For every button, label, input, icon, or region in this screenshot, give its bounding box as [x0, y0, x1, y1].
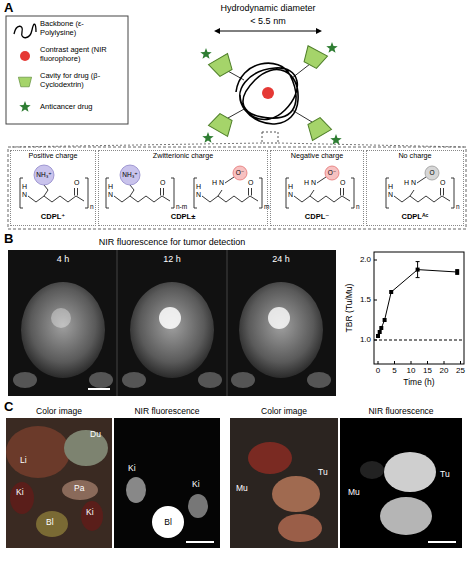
axis-label: TBR (Tu/Mu) [345, 284, 354, 333]
tick-label: 25 [456, 367, 465, 376]
axis-label: Time (h) [403, 378, 434, 387]
nir-images [8, 250, 336, 396]
organ-label: Tu [440, 470, 450, 479]
group-label: O⁻ [328, 169, 337, 176]
compound-name: CDPL⁺ [11, 213, 95, 221]
group-label: O [429, 169, 434, 176]
atom-label: H [108, 183, 113, 191]
organ-label: Ki [86, 508, 94, 517]
atom-label: O [340, 179, 345, 187]
dimension-label: Hydrodynamic diameter [220, 4, 315, 14]
tick-label: 15 [423, 367, 432, 376]
atom-label: O [160, 179, 165, 187]
panel-heading: No charge [367, 152, 463, 160]
legend-icon [20, 51, 30, 61]
image-title: NIR fluorescence [134, 407, 199, 416]
charge-panel: Negative chargeCDPL⁻ [270, 150, 364, 226]
atom-label: H [212, 179, 217, 187]
atom-label: O [440, 179, 445, 187]
legend-text: Backbone (ε-Polylysine) [40, 20, 120, 37]
atom-label: N [22, 191, 27, 199]
tick-label: 0 [376, 367, 380, 376]
organ-label: Du [90, 430, 101, 439]
charge-panel: Zwitterionic chargeCDPL± [98, 150, 268, 226]
organ-label: Ki [16, 488, 24, 497]
atom-label: O [74, 179, 79, 187]
legend-text: Anticancer drug [40, 103, 120, 112]
organ-label: Tu [318, 468, 328, 477]
group-label: NH₃⁺ [36, 171, 51, 178]
atom-label: O [248, 179, 253, 187]
repeat-subscript: n-m [176, 203, 187, 210]
organ-label: Bl [164, 518, 172, 527]
organ-label: Li [20, 456, 27, 465]
time-label: 12 h [163, 255, 181, 265]
image-title: Color image [261, 407, 307, 416]
time-label: 4 h [57, 255, 70, 265]
atom-label: H [196, 183, 201, 191]
compound-name: CDPL⁻ [271, 213, 363, 221]
tbr-chart [374, 252, 464, 364]
organ-label: Mu [236, 484, 248, 493]
tick-label: 1.5 [360, 296, 371, 305]
atom-label: N [196, 191, 201, 199]
organ-images [6, 418, 462, 548]
organ-label: Bl [46, 518, 54, 527]
time-label: 24 h [272, 255, 290, 265]
tick-label: 2.0 [360, 256, 371, 265]
atom-label: N [411, 179, 416, 187]
panel-heading: Zwitterionic charge [99, 152, 267, 160]
image-title: Color image [36, 407, 82, 416]
atom-label: N [288, 191, 293, 199]
atom-label: H [22, 183, 27, 191]
atom-label: N [311, 179, 316, 187]
organ-label: Pa [74, 484, 84, 493]
legend-icon [19, 101, 30, 112]
nanoparticle [200, 42, 341, 145]
repeat-subscript: n [456, 203, 460, 210]
compound-name: CDPL± [99, 213, 267, 221]
tick-label: 5 [392, 367, 396, 376]
panel-letter: C [4, 400, 13, 414]
legend-text: Contrast agent (NIR fluorophore) [40, 46, 120, 63]
chemical-structure [20, 165, 454, 208]
dimension-label: < 5.5 nm [250, 17, 285, 27]
atom-label: H [288, 183, 293, 191]
organ-label: Ki [128, 464, 136, 473]
atom-label: H [404, 179, 409, 187]
legend-icon [18, 77, 31, 87]
atom-label: N [108, 191, 113, 199]
tick-label: 1.0 [360, 336, 371, 345]
panel-letter: B [4, 232, 13, 246]
panel-heading: Negative charge [271, 152, 363, 160]
image-title: NIR fluorescence [368, 407, 433, 416]
group-label: O⁻ [236, 169, 245, 176]
organ-label: Mu [348, 488, 360, 497]
legend-text: Cavity for drug (β-Cyclodextrin) [40, 72, 120, 89]
legend-box [6, 16, 128, 124]
organ-label: Ki [192, 480, 200, 489]
charge-panel: No chargeCDPLᴬᶜ [366, 150, 464, 226]
repeat-subscript: m [264, 203, 269, 210]
atom-label: N [219, 179, 224, 187]
atom-label: H [304, 179, 309, 187]
repeat-subscript: n [90, 203, 94, 210]
repeat-subscript: n [356, 203, 360, 210]
tick-label: 10 [407, 367, 416, 376]
panel-heading: Positive charge [11, 152, 95, 160]
legend-icon [14, 24, 36, 38]
tick-label: 20 [440, 367, 449, 376]
atom-label: N [388, 191, 393, 199]
group-label: NH₃⁺ [122, 171, 137, 178]
panel-title: NIR fluorescence for tumor detection [99, 238, 246, 248]
atom-label: H [388, 183, 393, 191]
panel-letter: A [4, 1, 13, 15]
compound-name: CDPLᴬᶜ [367, 213, 463, 221]
